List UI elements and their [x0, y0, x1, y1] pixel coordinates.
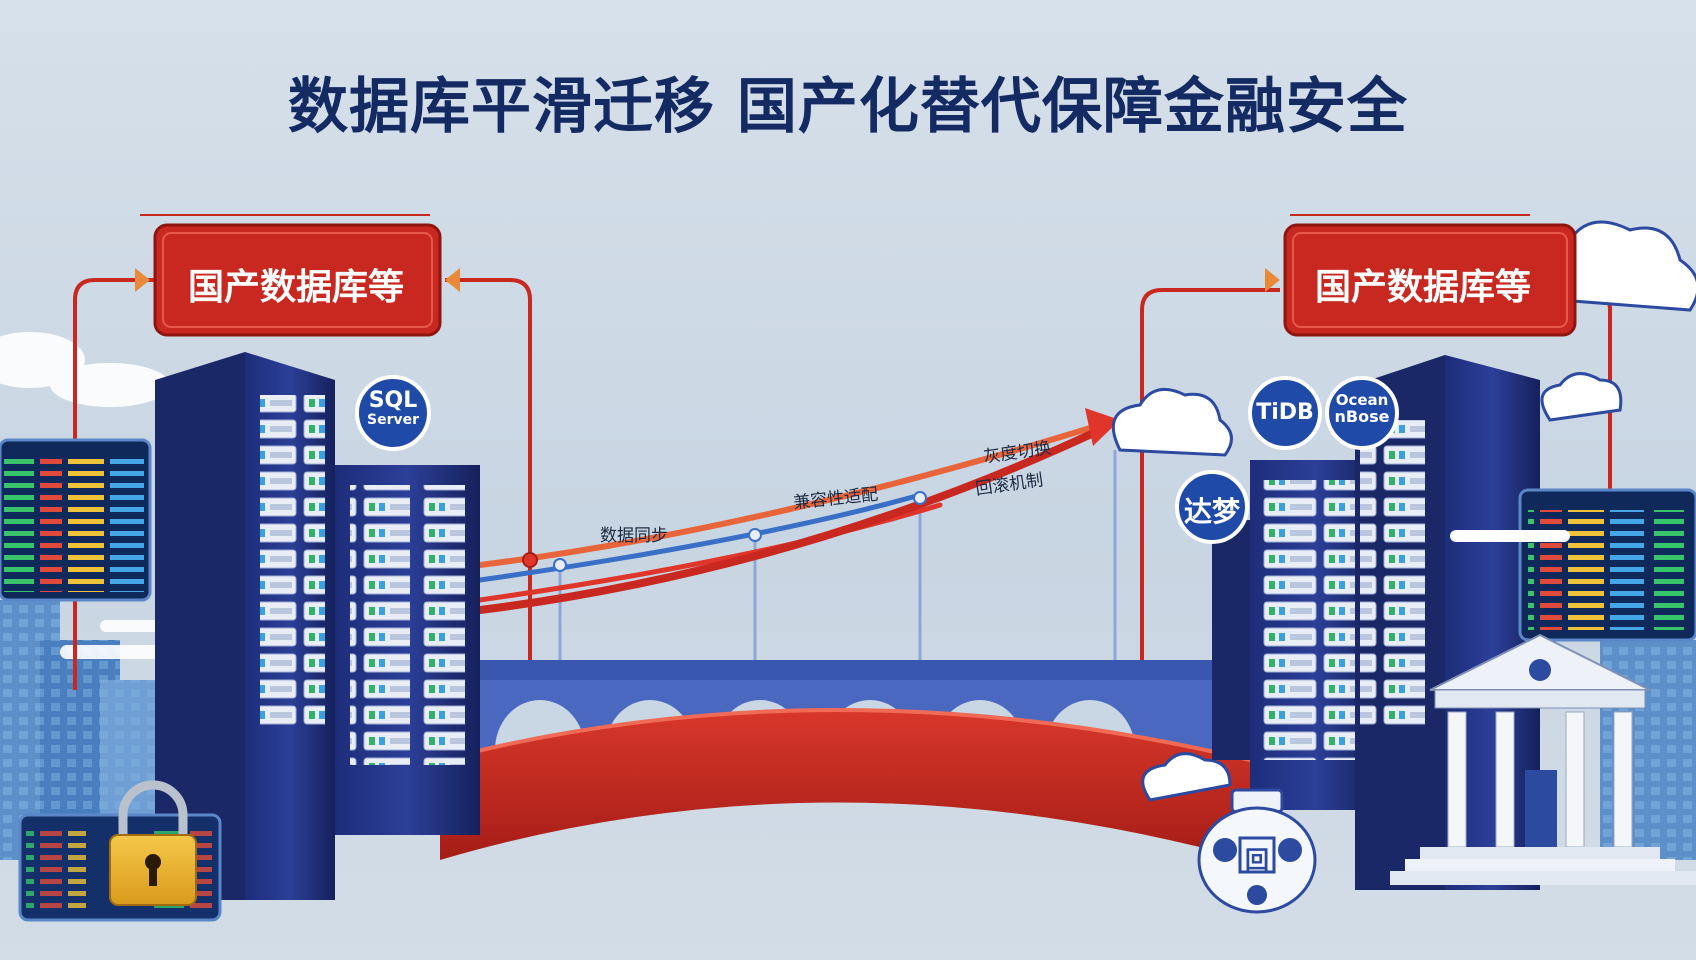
- step-data-sync: 数据同步: [600, 526, 668, 546]
- page-title: 数据库平滑迁移 国产化替代保障金融安全: [288, 72, 1408, 142]
- sql-server-logo-line2: Server: [366, 412, 419, 428]
- flow-nodes: [522, 491, 927, 572]
- arrow-head: [1085, 408, 1120, 446]
- sql-server-logo-label: SQL Server: [357, 388, 429, 429]
- server-rack-left-large: [155, 352, 335, 900]
- monitor-left: [0, 438, 152, 602]
- banner-left-label: 国产数据库等: [188, 267, 405, 308]
- vase-glyph: 回: [1245, 846, 1269, 874]
- oceanbase-logo-label: Ocean nBose: [1327, 392, 1397, 426]
- oceanbase-logo-line2: nBose: [1334, 407, 1390, 426]
- tidb-logo-label: TiDB: [1256, 400, 1314, 425]
- sql-server-logo-line1: SQL: [368, 388, 418, 413]
- server-rack-right-large: [1355, 355, 1540, 890]
- migration-flow-arrows: [476, 422, 1104, 614]
- oceanbase-logo-line1: Ocean: [1335, 391, 1389, 409]
- porcelain-vase: [1197, 788, 1317, 914]
- server-rack-left-small: [335, 465, 480, 835]
- banner-right-label: 国产数据库等: [1315, 267, 1532, 308]
- auspicious-clouds-right: [1111, 220, 1696, 802]
- security-lock-panel: [18, 780, 222, 922]
- bank-building: [1390, 633, 1696, 885]
- sql-server-logo: [355, 375, 431, 451]
- db-logo-circles: [1175, 376, 1399, 544]
- monitor-right: [1450, 488, 1696, 642]
- red-arch-bridge: [439, 708, 1251, 860]
- dameng-logo-label: 达梦: [1183, 495, 1240, 528]
- banner-right: [1265, 223, 1577, 337]
- banner-left: [135, 223, 460, 337]
